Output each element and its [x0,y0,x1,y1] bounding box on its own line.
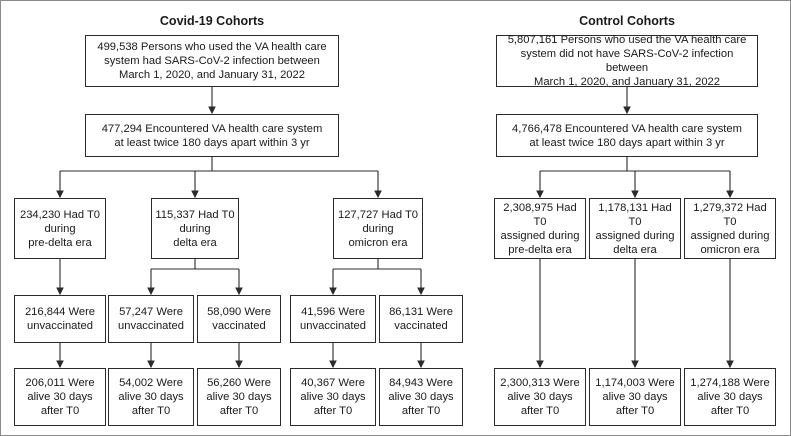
control-omicron-box: 1,279,372 Had T0 assigned during omicron… [684,198,776,259]
covid-delta-vaccinated-box: 58,090 Were vaccinated [197,295,281,343]
covid-predelta-box: 234,230 Had T0 during pre-delta era [14,198,106,259]
covid-encounter-box: 477,294 Encountered VA health care syste… [85,114,339,157]
control-delta-box: 1,178,131 Had T0 assigned during delta e… [589,198,681,259]
control-delta-alive-box: 1,174,003 Were alive 30 days after T0 [589,368,681,426]
covid-omicron-box: 127,727 Had T0 during omicron era [333,198,423,259]
covid-omicron-vaccinated-alive-box: 84,943 Were alive 30 days after T0 [379,368,463,426]
covid-heading: Covid-19 Cohorts [159,14,265,28]
covid-predelta-unvaccinated-box: 216,844 Were unvaccinated [14,295,106,343]
covid-predelta-alive-box: 206,011 Were alive 30 days after T0 [14,368,106,426]
covid-omicron-vaccinated-box: 86,131 Were vaccinated [379,295,463,343]
control-heading: Control Cohorts [579,14,675,28]
control-predelta-box: 2,308,975 Had T0 assigned during pre-del… [494,198,586,259]
control-source-box: 5,807,161 Persons who used the VA health… [496,34,758,88]
covid-delta-vaccinated-alive-box: 56,260 Were alive 30 days after T0 [197,368,281,426]
covid-omicron-unvaccinated-alive-box: 40,367 Were alive 30 days after T0 [290,368,376,426]
covid-delta-unvaccinated-box: 57,247 Were unvaccinated [108,295,194,343]
covid-delta-unvaccinated-alive-box: 54,002 Were alive 30 days after T0 [108,368,194,426]
covid-omicron-unvaccinated-box: 41,596 Were unvaccinated [290,295,376,343]
covid-source-box: 499,538 Persons who used the VA health c… [85,35,339,87]
control-omicron-alive-box: 1,274,188 Were alive 30 days after T0 [684,368,776,426]
control-encounter-box: 4,766,478 Encountered VA health care sys… [496,114,758,157]
covid-delta-box: 115,337 Had T0 during delta era [151,198,239,259]
control-predelta-alive-box: 2,300,313 Were alive 30 days after T0 [494,368,586,426]
